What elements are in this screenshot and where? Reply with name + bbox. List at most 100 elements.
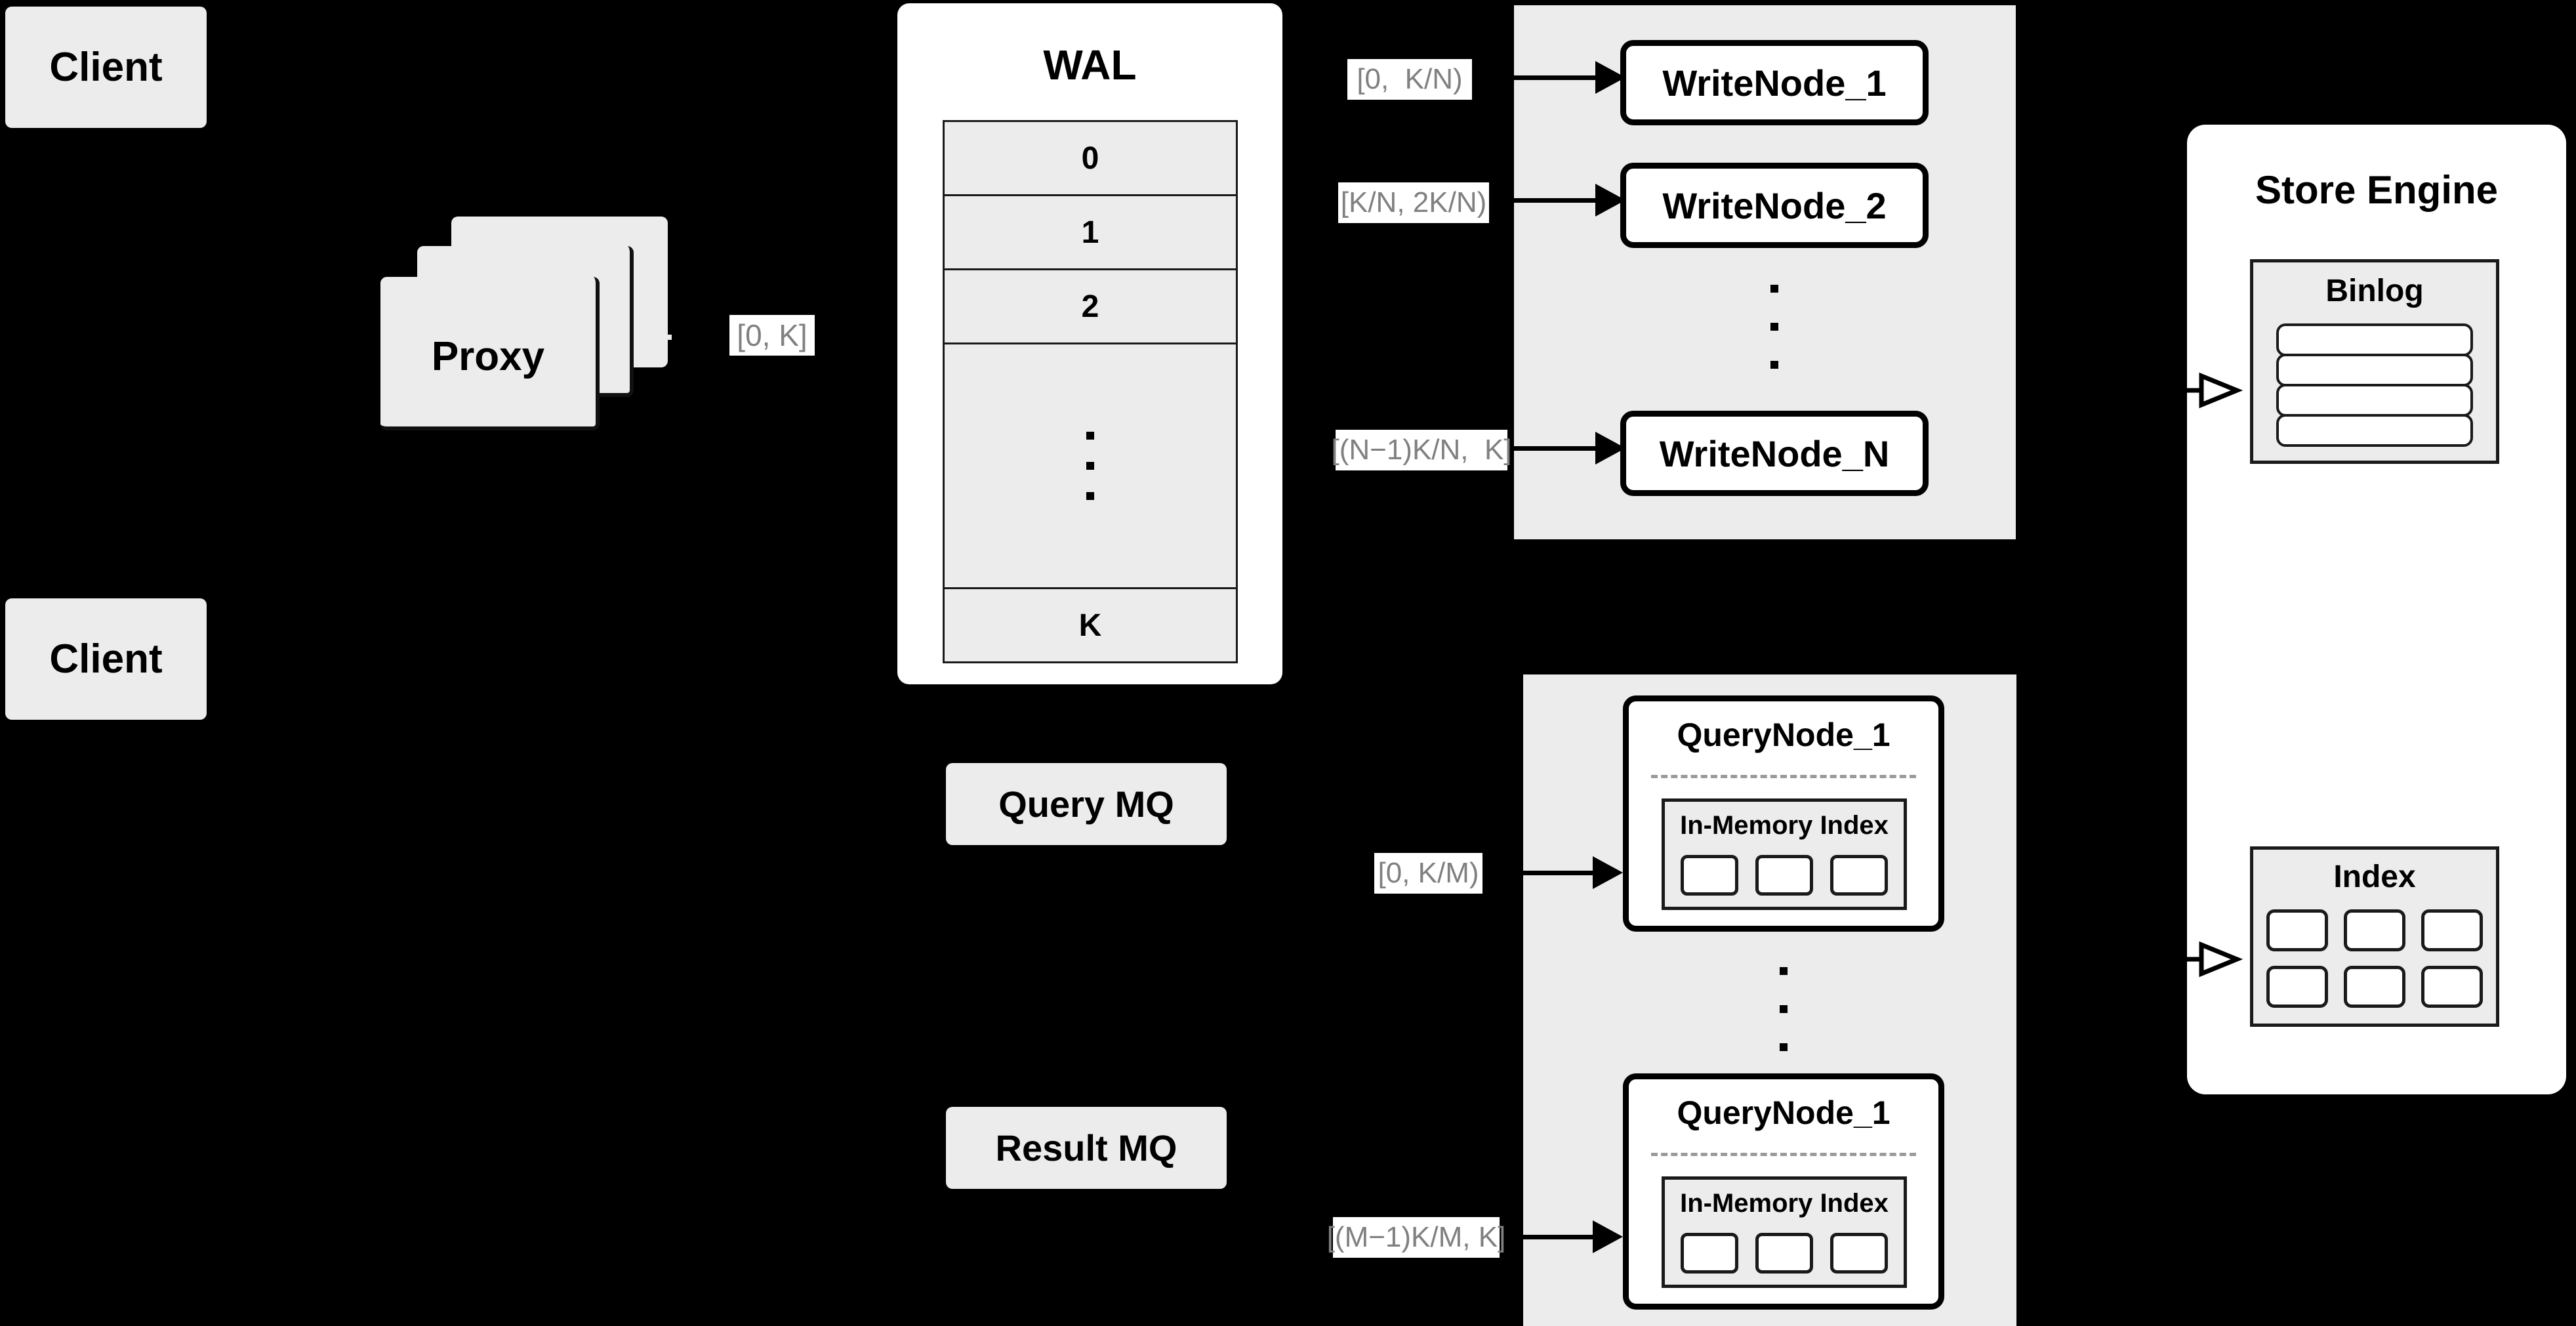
query-mq-box[interactable]: Query MQ — [946, 763, 1227, 845]
result-mq-box[interactable]: Result MQ — [946, 1107, 1227, 1189]
arrow-head — [1595, 61, 1625, 94]
label-write-range-1-text: [0, K/N) — [1357, 63, 1463, 95]
write-node-1-label: WriteNode_1 — [1662, 62, 1887, 104]
arrow-to-binlog — [2165, 371, 2250, 410]
index-cell — [2344, 966, 2405, 1008]
index-cell — [2344, 909, 2405, 951]
binlog-title: Binlog — [2325, 274, 2424, 308]
result-mq-label: Result MQ — [995, 1127, 1177, 1169]
dot — [1780, 1005, 1788, 1013]
client-label-1: Client — [49, 45, 163, 90]
wal-row-label-2: 2 — [1081, 289, 1099, 324]
label-write-range-1: [0, K/N) — [1347, 59, 1472, 100]
label-proxy-to-wal-text: [0, K] — [737, 318, 808, 352]
write-node-vertical-dots — [1620, 268, 1929, 386]
index-cell — [1830, 1233, 1888, 1274]
label-proxy-to-wal: [0, K] — [729, 315, 815, 356]
query-node-m-label: QueryNode_1 — [1677, 1094, 1891, 1131]
wal-row-k: K — [943, 587, 1238, 663]
proxy-stack[interactable]: Proxy — [380, 217, 676, 433]
arrow-shaft — [1514, 198, 1599, 203]
label-write-range-n: [(N−1)K/N, K] — [1331, 430, 1512, 470]
wal-row-0: 0 — [943, 120, 1238, 196]
wal-row-label-1: 1 — [1081, 215, 1099, 250]
write-node-1[interactable]: WriteNode_1 — [1620, 40, 1929, 125]
store-engine-panel: Store Engine Binlog Index — [2187, 125, 2566, 1094]
index-cell — [1755, 1233, 1813, 1274]
wal-row-ellipsis — [943, 342, 1238, 589]
label-write-range-2: [K/N, 2K/N) — [1338, 182, 1489, 223]
binlog-row — [2276, 414, 2473, 447]
arrow-to-write-node-2 — [1514, 184, 1625, 217]
query-node-1-index-title: In-Memory Index — [1680, 811, 1889, 840]
proxy-card-front-fill — [380, 277, 596, 426]
write-node-n-label: WriteNode_N — [1659, 432, 1890, 474]
dot — [1780, 1043, 1788, 1051]
query-node-1-label: QueryNode_1 — [1677, 716, 1891, 753]
wal-panel: WAL 0 1 2 K — [897, 3, 1282, 684]
index-cell — [2421, 909, 2483, 951]
hollow-arrow-icon — [2165, 941, 2243, 978]
arrow-shaft — [1523, 871, 1597, 875]
arrow-to-index — [2165, 940, 2250, 979]
query-node-m-separator — [1651, 1153, 1916, 1156]
dot — [1086, 432, 1094, 440]
dot — [1086, 492, 1094, 500]
query-node-1-inmemory-index: In-Memory Index — [1662, 798, 1907, 910]
query-node-m-inmemory-index: In-Memory Index — [1662, 1176, 1907, 1288]
index-cell — [2266, 909, 2328, 951]
client-box-2[interactable]: Client — [5, 598, 207, 720]
index-cell — [1681, 1233, 1738, 1274]
dot — [1770, 323, 1778, 331]
wal-vertical-dots — [1086, 432, 1094, 500]
index-cell — [1830, 855, 1888, 896]
query-node-m[interactable]: QueryNode_1 In-Memory Index — [1623, 1073, 1944, 1310]
hollow-arrow-icon — [2165, 372, 2243, 409]
binlog-row — [2276, 323, 2473, 356]
arrow-shaft — [1514, 446, 1599, 451]
binlog-box: Binlog — [2250, 259, 2499, 464]
proxy-label: Proxy — [431, 334, 545, 379]
index-cell — [2266, 966, 2328, 1008]
query-node-1-separator — [1651, 775, 1916, 778]
label-write-range-n-text: [(N−1)K/N, K] — [1331, 434, 1512, 466]
write-node-2-label: WriteNode_2 — [1662, 184, 1887, 226]
query-node-1[interactable]: QueryNode_1 In-Memory Index — [1623, 695, 1944, 932]
label-write-range-2-text: [K/N, 2K/N) — [1340, 186, 1487, 218]
index-cell — [1681, 855, 1738, 896]
arrow-shaft — [1514, 75, 1599, 80]
write-node-2[interactable]: WriteNode_2 — [1620, 163, 1929, 248]
client-label-2: Client — [49, 636, 163, 682]
label-query-range-m-text: [(M−1)K/M, K] — [1326, 1221, 1506, 1253]
store-engine-title: Store Engine — [2255, 168, 2499, 212]
write-node-n[interactable]: WriteNode_N — [1620, 411, 1929, 496]
dot — [1780, 967, 1788, 975]
index-cell — [1755, 855, 1813, 896]
arrow-head — [1595, 184, 1625, 217]
query-node-vertical-dots — [1623, 950, 1944, 1068]
dot — [1086, 462, 1094, 470]
wal-row-label-k: K — [1078, 608, 1102, 643]
index-title: Index — [2333, 860, 2416, 894]
wal-row-label-0: 0 — [1081, 140, 1099, 176]
label-query-range-1: [0, K/M) — [1374, 853, 1482, 894]
wal-row-1: 1 — [943, 194, 1238, 270]
wal-title: WAL — [1043, 41, 1137, 89]
proxy-connector-stub — [656, 335, 672, 340]
wal-table: 0 1 2 K — [943, 120, 1238, 663]
index-cell — [2421, 966, 2483, 1008]
query-node-group: QueryNode_1 In-Memory Index QueryNode_1 — [1523, 674, 2016, 1326]
arrow-to-query-node-1 — [1523, 856, 1648, 889]
arrow-to-write-node-1 — [1514, 61, 1625, 94]
index-box: Index — [2250, 846, 2499, 1027]
dot — [1770, 361, 1778, 369]
binlog-row — [2276, 384, 2473, 417]
arrow-to-query-node-m — [1523, 1220, 1648, 1253]
label-query-range-1-text: [0, K/M) — [1378, 857, 1479, 889]
write-node-group: WriteNode_1 WriteNode_2 WriteNode_N — [1514, 5, 2016, 539]
arrow-shaft — [1523, 1235, 1597, 1239]
client-box-1[interactable]: Client — [5, 7, 207, 128]
dot — [1770, 285, 1778, 293]
arrow-head — [1593, 856, 1623, 889]
